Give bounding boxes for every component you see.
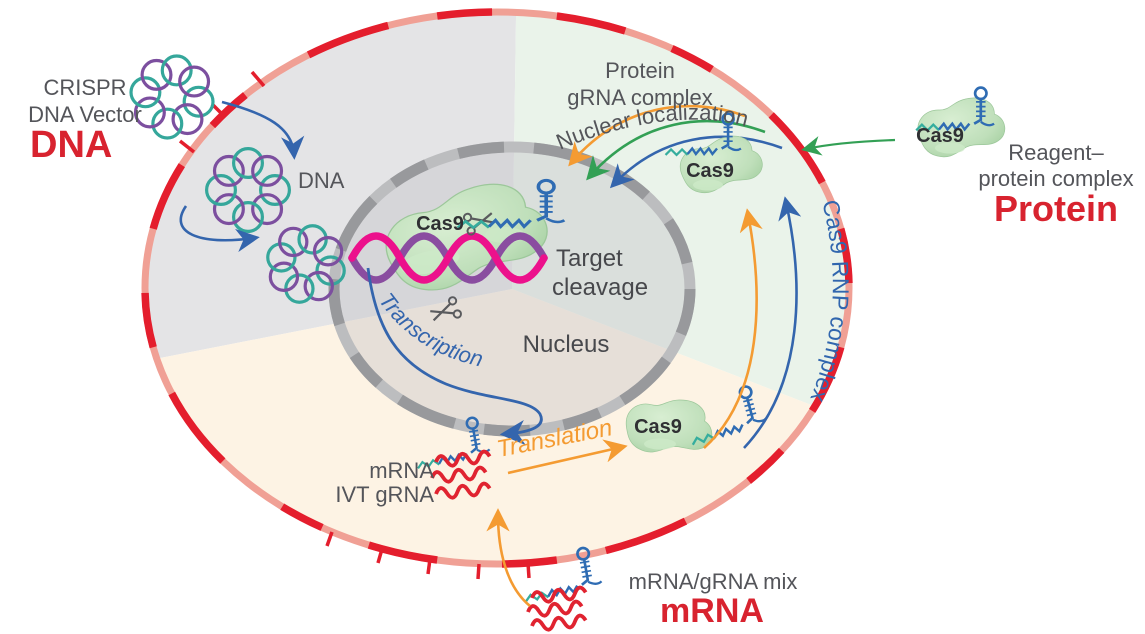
arrow-protein-entry: [801, 136, 896, 156]
arrow-rnp-orange: [703, 208, 763, 449]
cell-membrane: [141, 8, 853, 580]
arrow-nl-blue: [609, 135, 783, 189]
arrow-nl-orange: [568, 104, 746, 167]
sector-protein-green: [512, 15, 846, 430]
arrow-translation: [507, 439, 628, 475]
protein-grna-line1: Protein: [605, 58, 675, 83]
plasmid-outside: [129, 54, 215, 140]
crispr-label-line1: CRISPR: [43, 75, 126, 100]
arrow-rnp-blue: [743, 196, 802, 449]
protein-title: Protein: [994, 188, 1118, 229]
crispr-label-line2: DNA Vector: [28, 102, 142, 127]
cas9-label-top: Cas9: [686, 160, 734, 182]
arrow-nl-green: [586, 119, 766, 181]
arrows: [179, 100, 896, 607]
membrane-ticks: [178, 70, 531, 580]
arrow-dna-entry: [221, 100, 305, 160]
mrna-mix-label: mRNA/gRNA mix: [629, 569, 798, 594]
plasmid-inside-2: [266, 224, 346, 304]
protein-grna-line2: gRNA complex: [567, 85, 713, 110]
mrna-ivt-line2: IVT gRNA: [335, 482, 434, 507]
sector-dna-gray: [148, 15, 517, 362]
target-dna-helix: [348, 232, 548, 284]
cas9-label-bottom: Cas9: [634, 416, 682, 438]
mrna-ivt-line1: mRNA: [369, 458, 434, 483]
dna-inner-label: DNA: [298, 168, 345, 193]
cas9-label-nucleus: Cas9: [416, 213, 464, 235]
cas9-reagent-blob: [914, 93, 1009, 161]
nl-arrows: [568, 104, 783, 189]
arrow-transcription: [366, 267, 543, 446]
reagent-line2: protein complex: [978, 166, 1133, 191]
reagent-line1: Reagent–: [1008, 140, 1104, 165]
nucleus-label: Nucleus: [523, 331, 610, 358]
target-cleavage-line2: cleavage: [552, 274, 648, 301]
membrane-base: [141, 8, 853, 568]
cas9-label-reagent: Cas9: [916, 125, 964, 147]
arrow-dna-inside: [179, 205, 260, 253]
plasmid-inside-1: [205, 147, 292, 234]
mrna-title: mRNA: [660, 592, 764, 630]
sector-mrna-peach: [148, 289, 846, 561]
target-cleavage-line1: Target: [556, 245, 623, 272]
dna-title: DNA: [30, 124, 112, 166]
cas9-bottom-blob: [623, 394, 716, 458]
cas9-top-blob: [675, 131, 767, 198]
arrow-mrna-entry: [486, 508, 531, 607]
